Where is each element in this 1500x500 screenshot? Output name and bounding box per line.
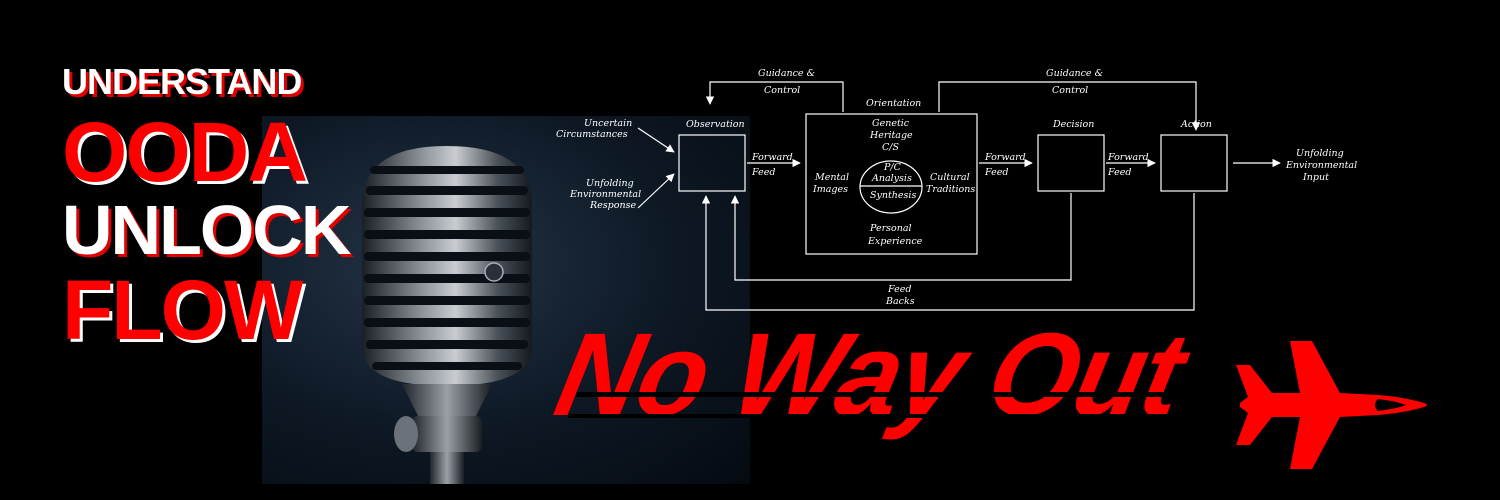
output-label-3: Input xyxy=(1302,172,1329,183)
input-unfolding-label-1: Unfolding xyxy=(586,178,634,189)
forward-feed-3b: Feed xyxy=(1107,167,1131,178)
stage-decision-label: Decision xyxy=(1052,119,1094,130)
analysis-label: Analysis xyxy=(871,173,912,184)
decision-box xyxy=(1037,134,1105,192)
forward-feed-1b: Feed xyxy=(751,167,775,178)
guidance-label-left-2: Control xyxy=(764,85,800,96)
guidance-label-right-2: Control xyxy=(1052,85,1088,96)
feedbacks-label-2: Backs xyxy=(885,296,915,307)
genetic-label-1: Genetic xyxy=(872,118,910,129)
stage-observation-label: Observation xyxy=(686,119,745,130)
guidance-label-left-1: Guidance & xyxy=(758,68,815,79)
output-label-1: Unfolding xyxy=(1296,148,1344,159)
fighter-jet-icon xyxy=(1236,341,1427,469)
mental-label-2: Images xyxy=(812,184,848,195)
guidance-label-right-1: Guidance & xyxy=(1046,68,1103,79)
headline-unlock: UNLOCK xyxy=(62,191,351,269)
forward-feed-2a: Forward xyxy=(984,152,1026,163)
feedbacks-label-1: Feed xyxy=(887,284,911,295)
forward-feed-1a: Forward xyxy=(751,152,793,163)
forward-feed-2b: Feed xyxy=(984,167,1008,178)
input-uncertain-label-1: Uncertain xyxy=(584,118,632,129)
input-uncertain-label-2: Circumstances xyxy=(556,129,628,140)
headline-understand: UNDERSTAND xyxy=(62,61,302,102)
forward-feed-3a: Forward xyxy=(1107,152,1149,163)
genetic-label-3: C/S xyxy=(882,142,899,153)
action-box xyxy=(1160,134,1228,192)
genetic-label-2: Heritage xyxy=(869,130,913,141)
personal-label-1: Personal xyxy=(869,223,912,234)
orientation-box xyxy=(805,113,978,255)
headline-flow: FLOW xyxy=(62,263,303,357)
input-unfolding-label-3: Response xyxy=(589,200,636,211)
headline-ooda: OODA xyxy=(62,105,308,199)
observation-box xyxy=(678,134,746,192)
title-stripe xyxy=(567,414,1189,418)
cultural-label-2: Traditions xyxy=(926,184,975,195)
output-label-2: Environmental xyxy=(1285,160,1357,171)
mental-label-1: Mental xyxy=(814,172,849,183)
personal-label-2: Experience xyxy=(867,236,923,247)
title-stripe xyxy=(575,392,1177,397)
stage-action-label: Action xyxy=(1180,119,1212,130)
analysis-synthesis-ellipse xyxy=(859,160,923,214)
pc-label: P/C xyxy=(883,162,902,173)
stage-orientation-label: Orientation xyxy=(866,98,921,109)
microphone-icon xyxy=(362,146,532,484)
synthesis-label: Synthesis xyxy=(870,190,916,201)
cultural-label-1: Cultural xyxy=(930,172,970,183)
input-unfolding-label-2: Environmental xyxy=(569,189,641,200)
